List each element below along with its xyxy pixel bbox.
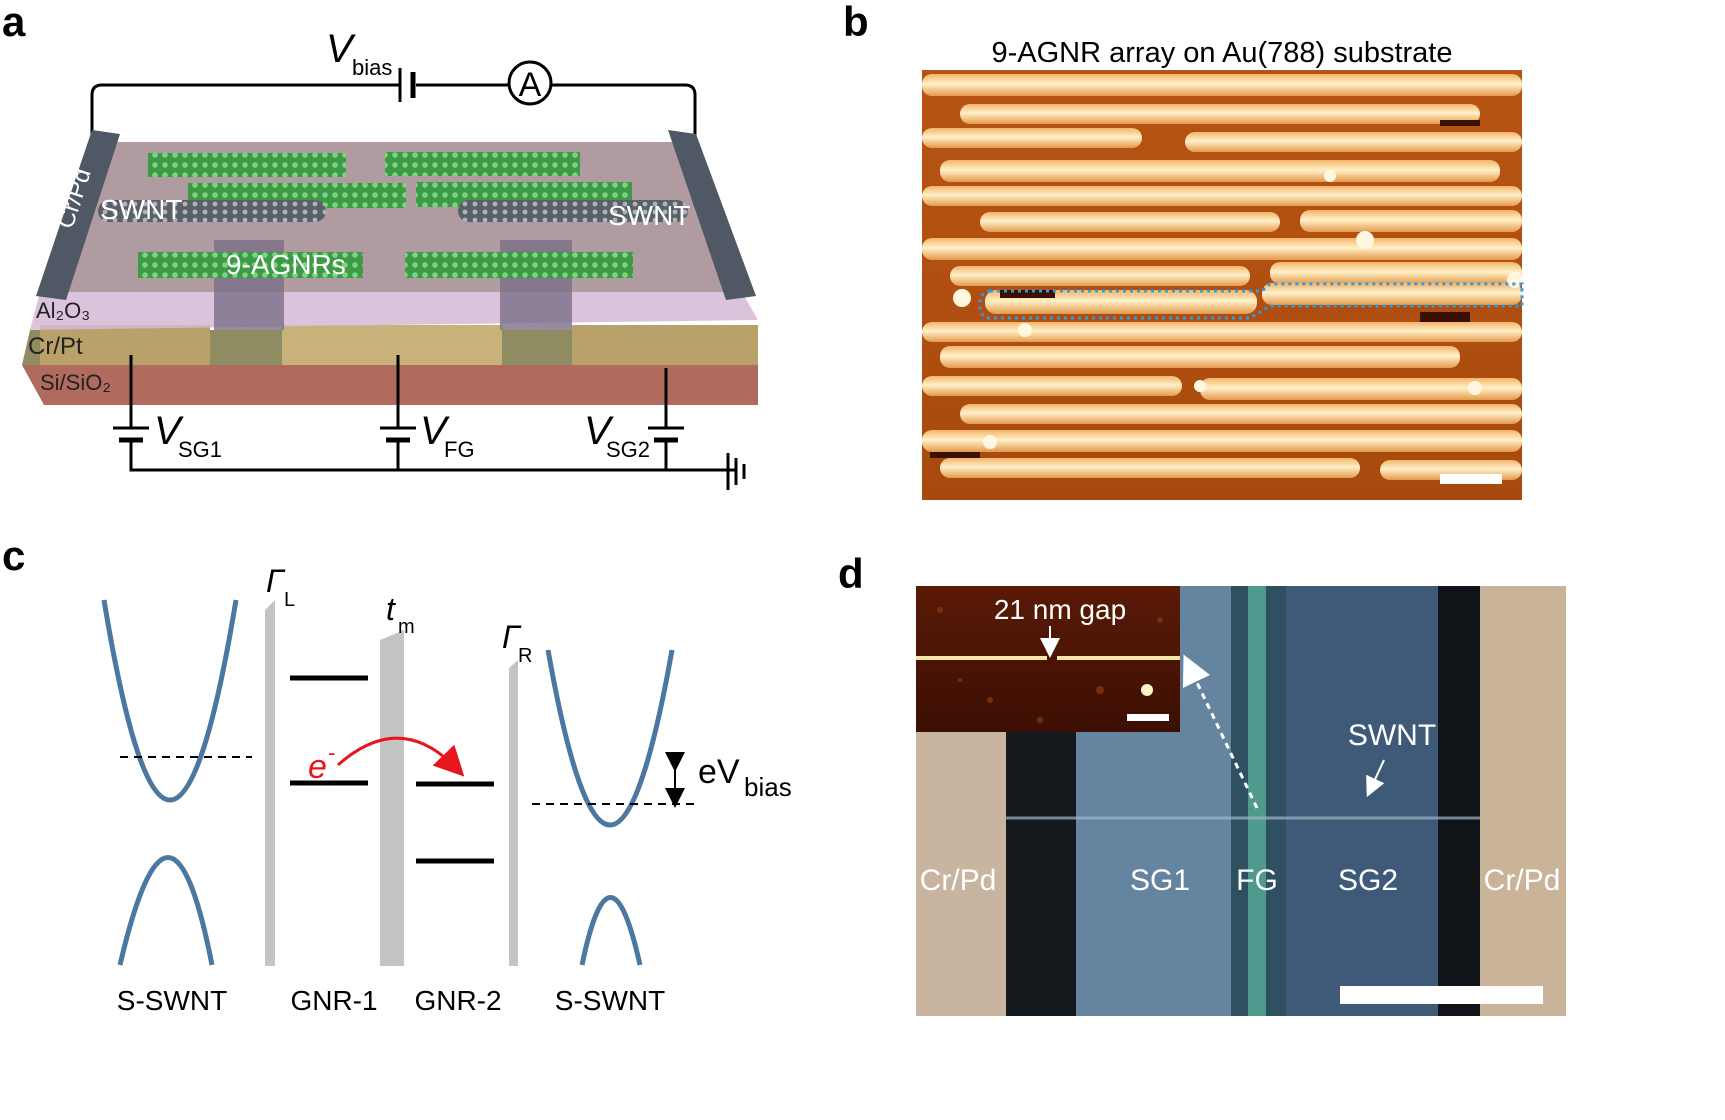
vsg2-label: V	[584, 409, 614, 453]
vsg1-subscript: SG1	[178, 437, 222, 462]
swnt-tube-left	[98, 200, 326, 222]
inset-pointer-arrow	[1182, 654, 1259, 809]
swnt-label-optical: SWNT	[1348, 719, 1436, 752]
swnt-label-right: SWNT	[608, 200, 690, 231]
gamma-r-label: Γ	[502, 619, 522, 655]
left-conduction-band	[101, 599, 239, 803]
ribbon-outline-dotted	[978, 282, 1524, 320]
gate-circuit-wires	[129, 355, 735, 472]
afm-image-title: 9-AGNR array on Au(788) substrate	[992, 37, 1453, 69]
ebias-label: eV	[698, 753, 740, 791]
afm-dark-gaps	[930, 120, 1480, 458]
gamma-l-subscript: L	[284, 589, 295, 611]
al2o3-layer	[30, 292, 758, 330]
left-valence-band	[117, 855, 215, 966]
optical-label-sg2: SG2	[1338, 864, 1398, 897]
panel-letter-b: b	[843, 0, 869, 45]
agnr-ribbon-6	[405, 252, 633, 278]
vsg2-subscript: SG2	[606, 437, 650, 462]
inset-bright-spot	[1141, 684, 1153, 696]
agnr-ribbon-5	[138, 252, 363, 278]
panel-letter-a: a	[2, 0, 26, 45]
crpt-label: Cr/Pt	[28, 333, 83, 360]
swnt-tube-right	[458, 200, 688, 222]
afm-ribbons	[922, 74, 1522, 480]
band-label-left-sswnt: S-SWNT	[117, 985, 227, 1016]
gate-capacitors	[113, 426, 684, 443]
inset-scale-bar	[1127, 714, 1169, 721]
contact-right	[668, 130, 756, 300]
agnr-label: 9-AGNRs	[226, 249, 346, 280]
ground-icon	[726, 453, 746, 490]
vfg-label: V	[420, 409, 450, 453]
bias-circuit-wire	[90, 83, 697, 140]
panel-a: a A V bias Cr/Pd SWNT SWNT 9-AGNR	[2, 0, 758, 490]
gate-fg	[282, 325, 502, 365]
barrier-left	[265, 600, 275, 966]
strip-gap-2	[1266, 586, 1286, 1016]
vfg-subscript: FG	[444, 437, 475, 462]
swnt-label-left: SWNT	[100, 194, 182, 225]
tm-subscript: m	[398, 616, 415, 638]
swnt-pointer-arrow	[1366, 759, 1385, 798]
band-label-gnr2: GNR-2	[414, 985, 501, 1016]
barrier-middle	[380, 630, 404, 966]
band-label-gnr1: GNR-1	[290, 985, 377, 1016]
sisio2-label: Si/SiO₂	[40, 370, 111, 395]
strip-gap-1	[1231, 586, 1248, 1016]
contact-left	[36, 130, 120, 300]
right-valence-band	[579, 895, 643, 966]
band-label-right-sswnt: S-SWNT	[555, 985, 665, 1016]
gamma-r-subscript: R	[518, 645, 532, 667]
ammeter-label: A	[519, 66, 542, 104]
vsg1-label: V	[154, 409, 184, 453]
gamma-l-label: Γ	[266, 563, 286, 599]
optical-label-crpd-right: Cr/Pd	[1484, 864, 1561, 897]
agnr-ribbon-1	[148, 153, 346, 177]
tm-label: t	[386, 591, 396, 627]
vbias-subscript: bias	[352, 55, 392, 80]
barrier-right	[509, 660, 518, 966]
panel-letter-d: d	[838, 550, 864, 597]
strip-dark-right	[1438, 586, 1480, 1016]
strip-crpd-right	[1480, 586, 1566, 1016]
optical-label-fg: FG	[1236, 864, 1278, 897]
electron-label: e	[308, 748, 327, 786]
si-sio2-layer-front	[22, 365, 758, 405]
strip-fg	[1248, 586, 1266, 1016]
tunneling-arrow	[337, 736, 465, 777]
gate-sg2	[572, 325, 758, 365]
agnr-ribbon-2	[385, 152, 580, 176]
ammeter-icon	[507, 60, 553, 106]
afm-bright-spots	[953, 170, 1523, 449]
vbias-label: V	[326, 27, 356, 71]
inset-noise	[937, 607, 1163, 723]
ebias-subscript: bias	[744, 772, 792, 802]
panel-c: c Γ L t m Γ R e - eV bias S-SWNT GNR-1 G…	[2, 532, 792, 1016]
panel-d: d 21 nm gap SWNT Cr/Pd SG1 FG SG2 Cr/P	[838, 550, 1566, 1016]
optical-label-crpd-left: Cr/Pd	[920, 864, 997, 897]
optical-scale-bar	[1340, 986, 1543, 1004]
optical-label-sg1: SG1	[1130, 864, 1190, 897]
al2o3-label: Al₂O₃	[36, 298, 90, 323]
afm-scale-bar	[1440, 474, 1502, 484]
right-conduction-band	[545, 649, 675, 828]
electron-superscript: -	[328, 740, 335, 765]
inset-gap-label: 21 nm gap	[994, 594, 1126, 625]
panel-b: b 9-AGNR array on Au(788) substrate	[843, 0, 1524, 500]
panel-letter-c: c	[2, 532, 25, 579]
gate-sg1	[40, 325, 210, 365]
strip-sg2	[1286, 586, 1438, 1016]
